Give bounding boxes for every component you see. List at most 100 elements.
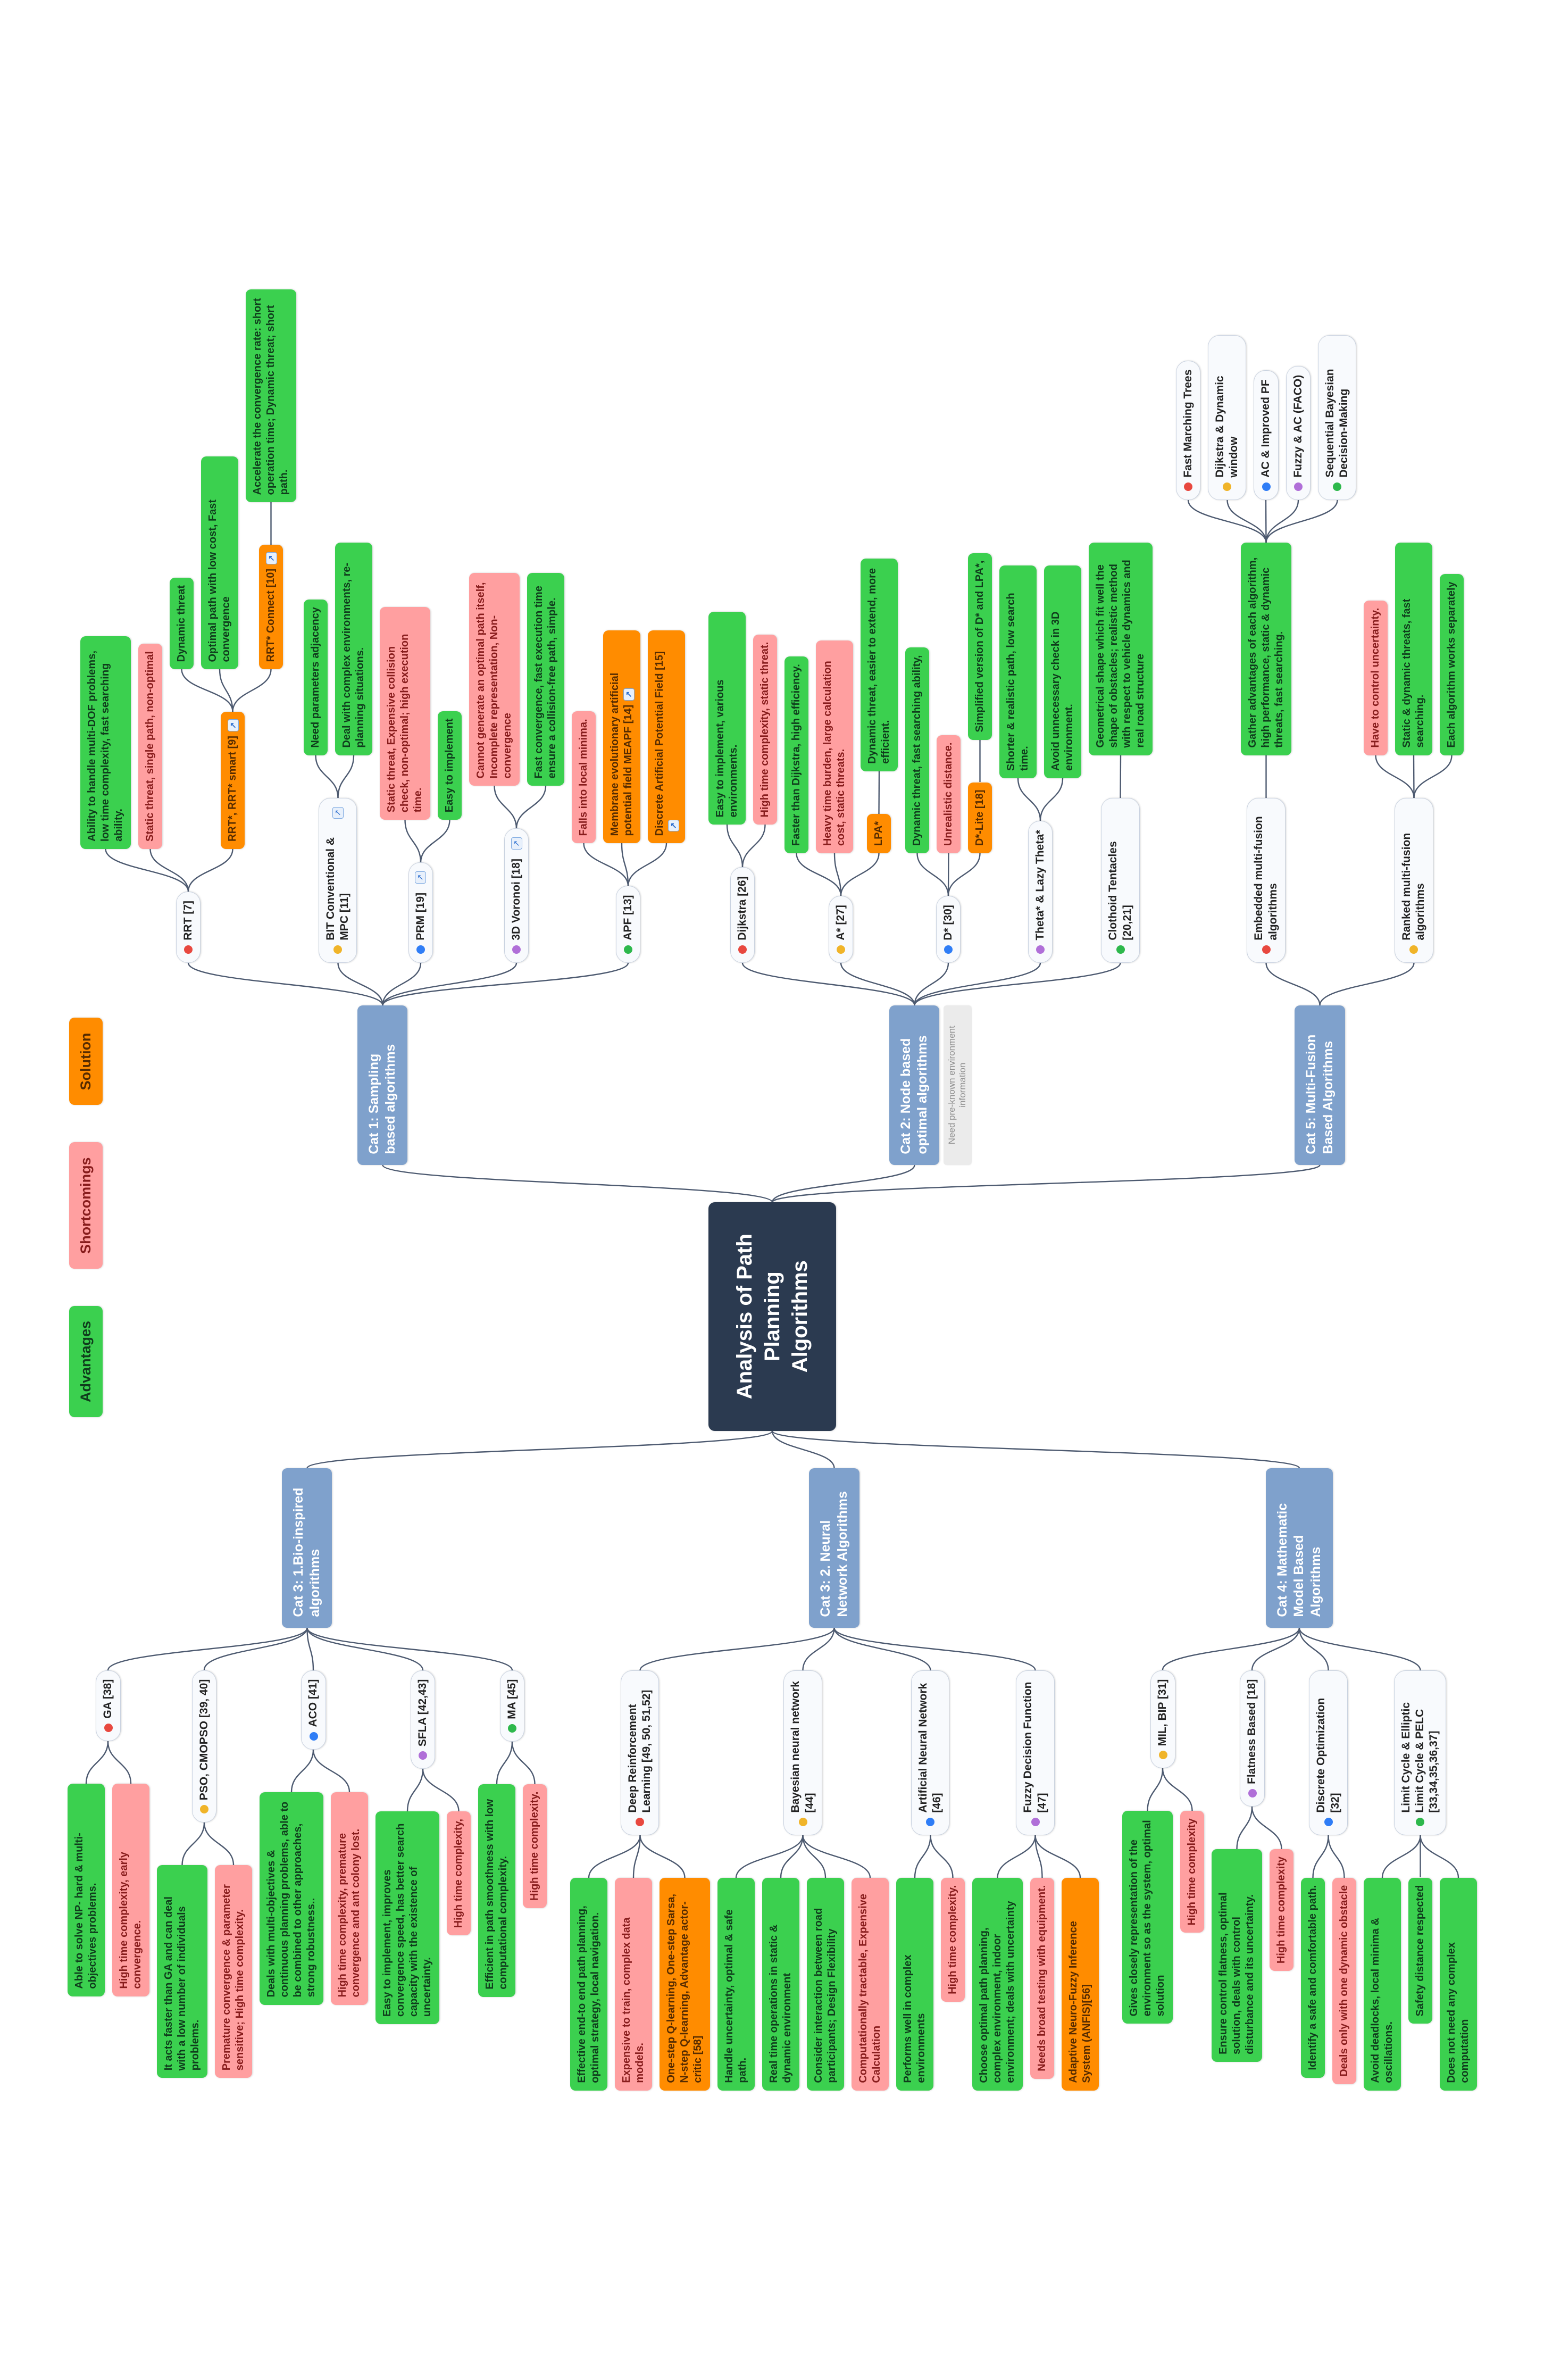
shortcoming-node[interactable]: High time complexity, premature converge… [330,1792,368,2005]
advantage-node[interactable]: Able to solve NP- hard & multi-objective… [67,1783,105,1996]
algo-node[interactable]: Embedded multi-fusion algorithms [1247,797,1286,963]
category-node[interactable]: Cat 5: Multi-Fusion Based Algorithms [1295,1005,1345,1165]
advantage-node[interactable]: Consider interaction between road partic… [806,1877,844,2091]
solution-node[interactable]: Adaptive Neuro-Fuzzy Inference System (A… [1061,1877,1099,2091]
legend-shortcomings[interactable]: Shortcomings [69,1142,103,1269]
advantage-node[interactable]: Safety distance respected [1408,1877,1432,2024]
shortcoming-node[interactable]: Unrealistic distance. [936,735,961,854]
algo-node[interactable]: D* [30] [936,896,961,963]
advantage-node[interactable]: Static & dynamic threats, fast searching… [1395,542,1433,755]
hyperlink-icon[interactable]: ↗ [623,688,635,701]
shortcoming-node[interactable]: Deals only with one dynamic obstacle [1332,1877,1356,2084]
category-node[interactable]: Cat 3: 2. Neural Network Algorithms [809,1468,859,1628]
algo-node[interactable]: Limit Cycle & Elliptic Limit Cycle & PEL… [1393,1670,1447,1835]
solution-node[interactable]: RRT* Connect [10]↗ [258,545,283,670]
shortcoming-node[interactable]: Static threat, Expensive collision check… [379,607,430,820]
algo-node[interactable]: Fast Marching Trees [1175,360,1200,500]
advantage-node[interactable]: Ensure control flatness, optimal solutio… [1211,1849,1262,2062]
hyperlink-icon[interactable]: ↗ [265,552,277,564]
algo-node[interactable]: Clothoid Tentacles [20,21] [1101,797,1140,963]
advantage-node[interactable]: Identify a safe and comfortable path. [1300,1877,1325,2078]
shortcoming-node[interactable]: High time complexity, [446,1811,471,1936]
algo-node[interactable]: Dijkstra [26] [730,867,755,963]
solution-node[interactable]: RRT*, RRT* smart [9]↗ [221,712,245,849]
advantage-node[interactable]: Ability to handle multi-DOF problems, lo… [80,636,131,849]
category-node[interactable]: Cat 1: Sampling based algorithms [357,1005,408,1165]
hyperlink-icon[interactable]: ↗ [332,806,344,819]
advantage-node[interactable]: Gives closely representation of the envi… [1122,1811,1173,2024]
advantage-node[interactable]: Each algorithm works separately [1440,574,1464,755]
category-node[interactable]: Cat 4: Mathematic Model Based Algorithms [1266,1468,1333,1628]
advantage-node[interactable]: Shorter & realistic path, low search tim… [999,565,1037,778]
advantage-node[interactable]: Deals with multi-objectives & continuous… [259,1792,323,2005]
hyperlink-icon[interactable]: ↗ [228,719,239,732]
algo-node[interactable]: APF [13] [616,886,641,963]
algo-node[interactable]: Ranked multi-fusion algorithms [1395,797,1433,963]
advantage-node[interactable]: Performs well in complex environments [896,1877,933,2091]
algo-node[interactable]: Bayesian neural network [44] [783,1670,822,1835]
algo-node[interactable]: Dijkstra & Dynamic window [1207,335,1247,500]
advantage-node[interactable]: Avoid deadlocks, local minima & oscillat… [1363,1877,1401,2091]
shortcoming-node[interactable]: High time complexity, static threat. [753,634,777,825]
shortcoming-node[interactable]: Needs broad testing with equipment. [1030,1877,1054,2079]
shortcoming-node[interactable]: High time complexity [1180,1811,1204,1933]
legend-advantages[interactable]: Advantages [69,1305,103,1417]
algo-node[interactable]: 3D Voronoi [18]↗ [504,828,529,963]
advantage-node[interactable]: Choose optimal path planning, complex en… [972,1877,1023,2091]
advantage-node[interactable]: Accelerate the convergence rate: short o… [245,289,296,503]
shortcoming-node[interactable]: High time complexity, early convergence. [112,1783,149,1996]
shortcoming-node[interactable]: Expensive to train, complex data models. [614,1877,652,2091]
algo-node[interactable]: Fuzzy Decision Function [47] [1016,1670,1055,1835]
shortcoming-node[interactable]: Premature convergence & parameter sensit… [214,1865,252,2078]
algo-node[interactable]: RRT [7] [176,892,201,963]
algo-node[interactable]: Deep Reinforcement Learning [49, 50, 51,… [620,1670,660,1835]
shortcoming-node[interactable]: Computationally tractable, Expensive Cal… [851,1877,889,2091]
algo-node[interactable]: MIL, BIP [31] [1150,1670,1175,1769]
advantage-node[interactable]: It acts faster than GA and can deal with… [156,1865,207,2078]
advantage-node[interactable]: Dynamic threat [169,578,194,670]
shortcoming-node[interactable]: High time complexity. [522,1784,547,1908]
category-node[interactable]: Cat 3: 1.Bio-inspired algorithms [281,1468,332,1628]
algo-node[interactable]: Discrete Optimization [32] [1309,1670,1348,1835]
advantage-node[interactable]: Dynamic threat, easier to extend, more e… [860,558,898,771]
advantage-node[interactable]: Handle uncertainty, optimal & safe path. [717,1877,755,2091]
advantage-node[interactable]: Easy to implement, various environments. [708,612,746,825]
shortcoming-node[interactable]: Cannot generate an optimal path itself, … [469,573,520,786]
advantage-node[interactable]: Simplified version of D* and LPA*, [967,553,992,740]
algo-node[interactable]: AC & Improved PF [1254,370,1279,500]
shortcoming-node[interactable]: Falls into local minima. [571,711,596,844]
shortcoming-node[interactable]: High time complexity. [940,1877,965,2002]
central-topic[interactable]: Analysis of Path Planning Algorithms [708,1202,836,1431]
advantage-node[interactable]: Dynamic threat, fast searching ability, [905,647,929,854]
solution-node[interactable]: Membrane evolutionary artificial potenti… [603,630,640,844]
shortcoming-node[interactable]: High time complexity [1269,1849,1293,1971]
hyperlink-icon[interactable]: ↗ [511,837,522,850]
algo-node[interactable]: PRM [19]↗ [408,862,433,963]
advantage-node[interactable]: Optimal path with low cost, Fast converg… [201,456,238,670]
algo-node[interactable]: A* [27] [829,896,854,963]
shortcoming-node[interactable]: Heavy time burden, large calculation cos… [815,640,853,854]
advantage-node[interactable]: Easy to implement [437,711,462,820]
advantage-node[interactable]: Faster than Dijkstra, high efficiency. [784,656,808,854]
shortcoming-node[interactable]: Static threat, single path, non-optimal [138,644,162,849]
advantage-node[interactable]: Real time operations in static & dynamic… [762,1877,799,2091]
solution-node[interactable]: D*-Lite [18] [967,782,992,854]
algo-node[interactable]: Fuzzy & AC (FACO) [1286,365,1311,500]
algo-node[interactable]: PSO, CMOPSO [39, 40] [191,1670,217,1823]
solution-node[interactable]: Discrete Artificial Potential Field [15]… [647,630,685,844]
advantage-node[interactable]: Does not need any complex computation [1439,1877,1477,2091]
algo-node[interactable]: GA [38] [96,1670,121,1741]
algo-node[interactable]: Flatness Based [18] [1240,1670,1265,1807]
advantage-node[interactable]: Deal with complex environments, re-plann… [335,542,372,755]
algo-node[interactable]: Theta* & Lazy Theta* [1028,820,1053,963]
advantage-node[interactable]: Effective end-to end path planning, opti… [570,1877,607,2091]
legend-solution[interactable]: Solution [69,1018,103,1105]
algo-node[interactable]: SFLA [42,43] [410,1670,436,1769]
solution-node[interactable]: One-step Q-learning, One-step Sarsa, N-s… [659,1877,710,2091]
advantage-node[interactable]: Avoid unnecessary check in 3D environmen… [1044,565,1081,778]
advantage-node[interactable]: Geometrical shape which fit well the sha… [1088,542,1153,755]
algo-node[interactable]: BIT Conventional & MPC [11]↗ [318,797,357,963]
advantage-node[interactable]: Efficient in path smoothness with low co… [478,1784,515,1997]
hyperlink-icon[interactable]: ↗ [667,819,679,832]
shortcoming-node[interactable]: Have to control uncertainty. [1364,600,1388,755]
